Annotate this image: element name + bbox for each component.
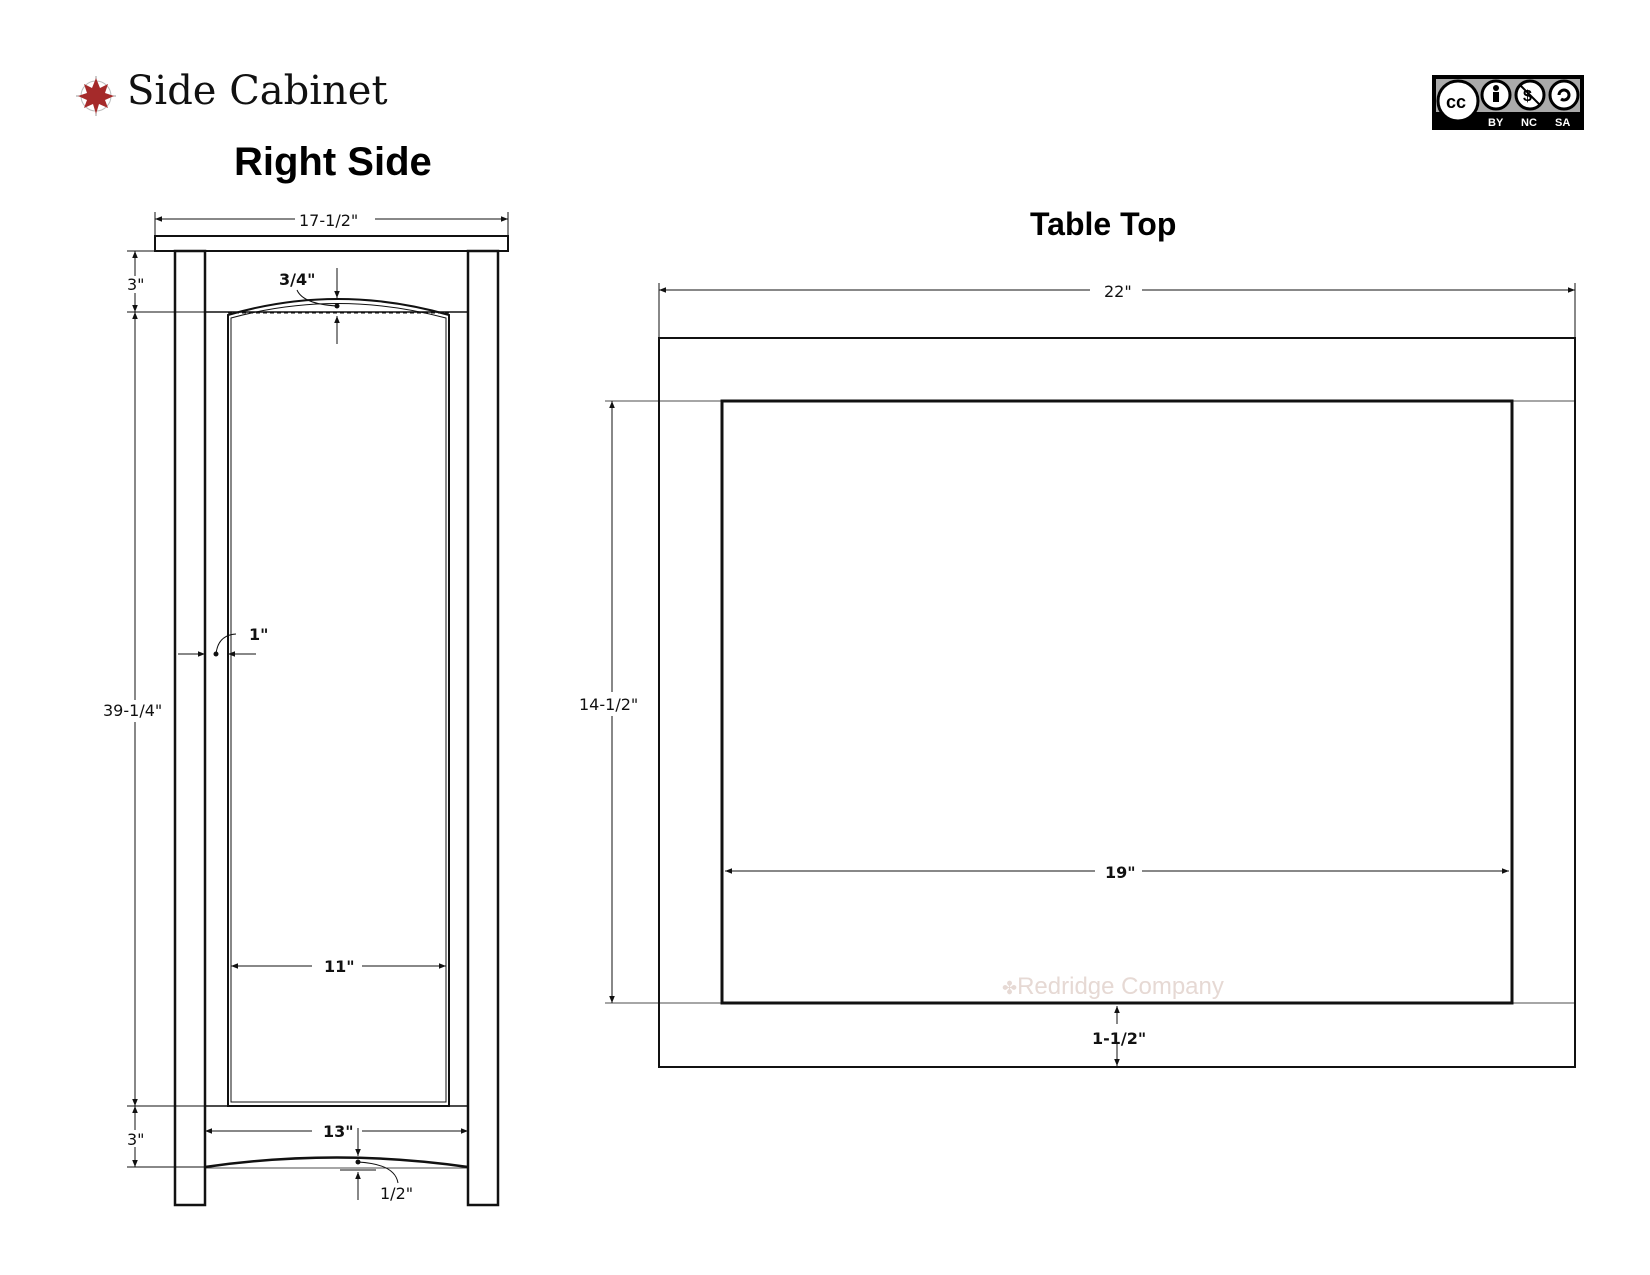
- dim-frame: 1": [249, 625, 268, 644]
- dim-table-width: 22": [1104, 282, 1132, 301]
- watermark: ✤Redridge Company: [1002, 973, 1224, 1000]
- dim-table-border: 1-1/2": [1092, 1029, 1146, 1048]
- right-side-title: Right Side: [234, 140, 432, 184]
- table-top-title: Table Top: [1030, 206, 1177, 242]
- dim-width: 17-1/2": [299, 211, 358, 230]
- dim-arch-rise: 3/4": [279, 270, 315, 289]
- dim-bottom-arch: 1/2": [380, 1184, 413, 1203]
- dim-height: 39-1/4": [103, 701, 162, 720]
- dim-table-depth: 14-1/2": [579, 695, 638, 714]
- dim-bottom-rail: 3": [127, 1130, 145, 1149]
- dim-bottom-width: 13": [323, 1122, 354, 1141]
- table-top-drawing: [605, 337, 1576, 1068]
- page-title: Side Cabinet: [127, 68, 388, 114]
- dim-top-rail: 3": [127, 275, 145, 294]
- dim-panel-width: 11": [324, 957, 355, 976]
- dim-table-inner-width: 19": [1105, 863, 1136, 882]
- right-side-drawing: [154, 235, 509, 1207]
